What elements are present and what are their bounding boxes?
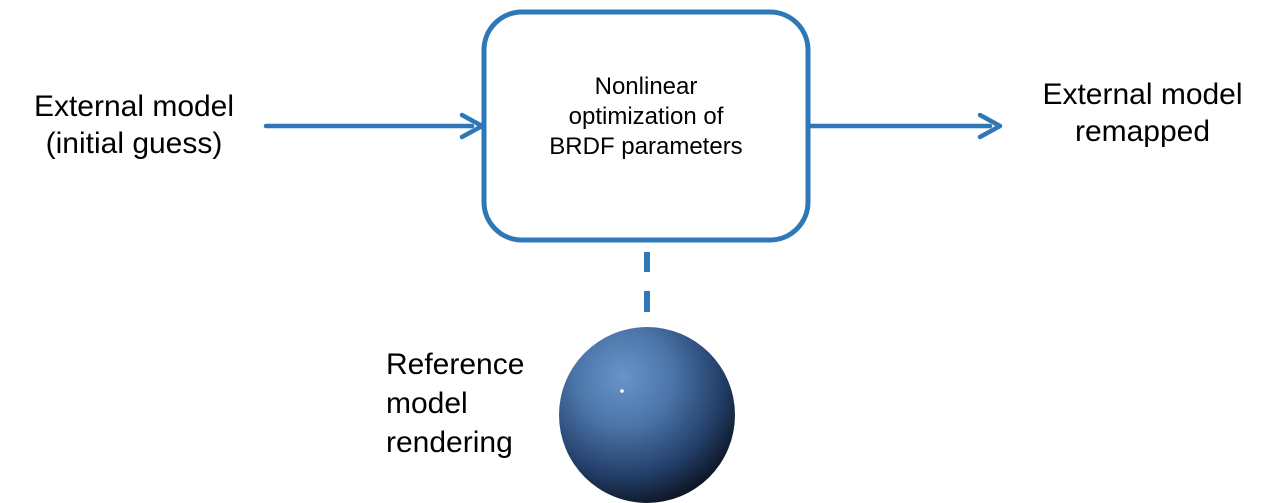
process-label-line-2: optimization of	[568, 103, 724, 130]
output-label-line-2: remapped	[1074, 115, 1211, 148]
input-label-line-1: External model	[33, 90, 235, 123]
sphere-icon	[559, 327, 735, 503]
reference-label-line-3: rendering	[386, 426, 513, 459]
output-label-line-1: External model	[1042, 78, 1243, 111]
process-label: Nonlinear optimization of BRDF parameter…	[484, 72, 808, 162]
reference-label-line-2: model	[386, 387, 468, 420]
reference-label: Reference model rendering	[386, 345, 524, 462]
input-label: External model (initial guess)	[0, 88, 268, 162]
input-arrow	[263, 112, 485, 140]
process-label-line-3: BRDF parameters	[549, 133, 743, 160]
reference-label-line-1: Reference	[386, 348, 525, 381]
output-arrow	[807, 112, 1003, 140]
output-label: External model remapped	[1000, 76, 1285, 150]
input-label-line-2: (initial guess)	[45, 127, 223, 160]
process-label-line-1: Nonlinear	[594, 73, 698, 100]
